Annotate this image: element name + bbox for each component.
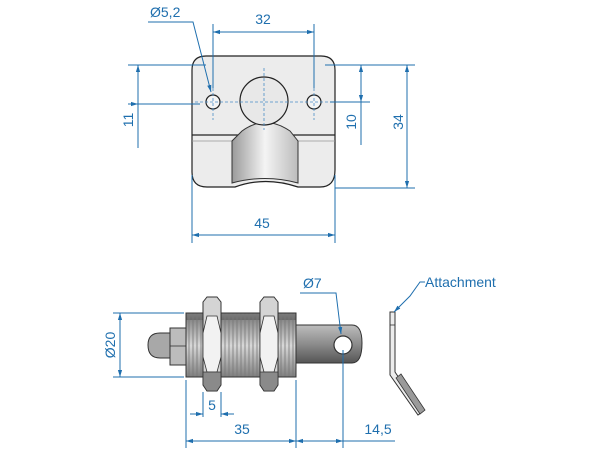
center-height-label: 10 bbox=[343, 114, 359, 130]
body-diameter-label: Ø20 bbox=[102, 332, 118, 359]
plunger-tip bbox=[147, 332, 173, 359]
tip-hex-nut bbox=[169, 327, 187, 366]
spring-plunger bbox=[147, 296, 363, 392]
hex-nut-left bbox=[202, 296, 222, 392]
side-dimensions: Ø20 Ø7 5 35 14,5 Attachment bbox=[102, 274, 496, 448]
hole-spacing-label: 32 bbox=[255, 11, 271, 27]
pin-length-label: 14,5 bbox=[364, 421, 391, 437]
pin-hole-leader bbox=[300, 292, 343, 335]
body-length-label: 35 bbox=[234, 421, 250, 437]
mounting-hole-right bbox=[306, 94, 322, 110]
total-height-label: 34 bbox=[390, 114, 406, 130]
nut-width-label: 5 bbox=[208, 397, 216, 413]
top-dimensions: Ø5,2 32 11 10 34 45 bbox=[120, 4, 415, 243]
hole-diameter-leader bbox=[148, 21, 212, 93]
hex-nut-right bbox=[259, 296, 279, 392]
channel bbox=[231, 122, 299, 184]
pin-hole-diameter-label: Ø7 bbox=[303, 275, 322, 291]
mounting-plate bbox=[191, 55, 340, 188]
attachment-leader bbox=[393, 281, 425, 313]
total-width-label: 45 bbox=[254, 215, 270, 231]
hole-height-label: 11 bbox=[120, 113, 136, 128]
attachment-label: Attachment bbox=[425, 274, 496, 290]
attachment-bracket bbox=[389, 311, 426, 416]
hole-diameter-label: Ø5,2 bbox=[150, 4, 181, 20]
